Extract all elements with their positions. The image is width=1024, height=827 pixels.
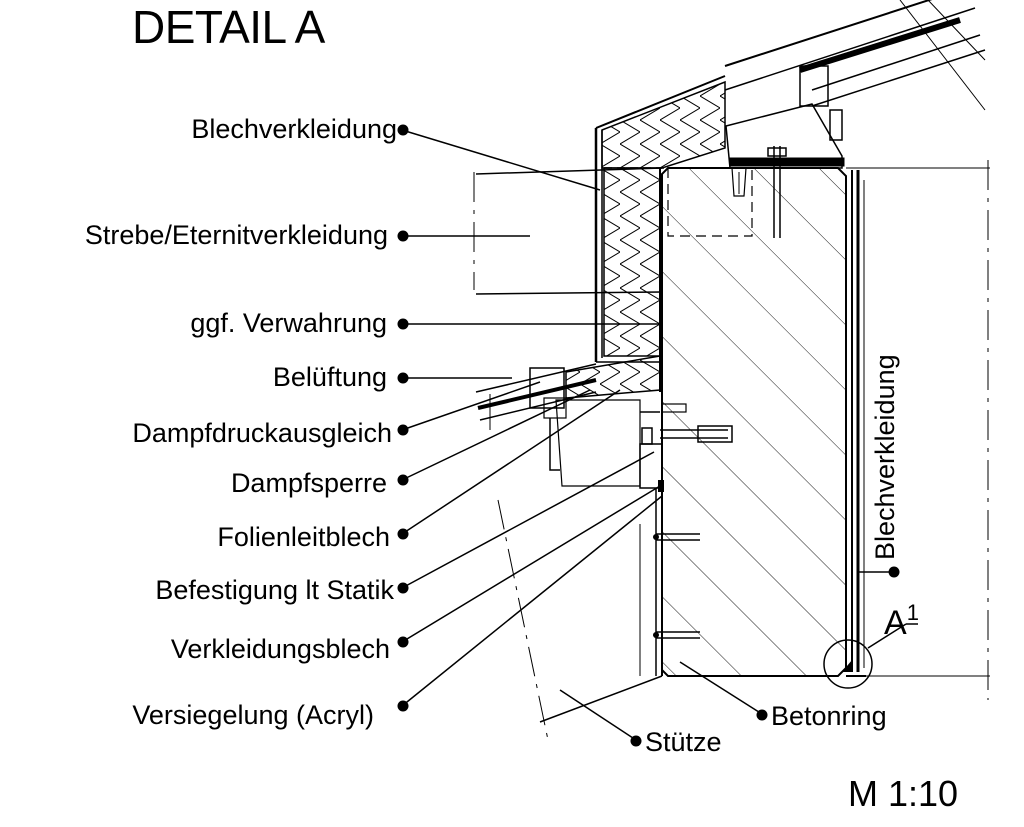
leader-befestigung <box>401 451 655 589</box>
detail-a1-index: 1 <box>906 600 919 625</box>
leader-dampfsperre <box>401 389 591 481</box>
label-folienleitblech: Folienleitblech <box>217 522 390 552</box>
detail-a1-marker: A1 <box>884 600 919 643</box>
leader-verkleidungsblech <box>401 485 661 643</box>
label-verkleidungsblech: Verkleidungsblech <box>170 634 390 664</box>
drawing-scale: M 1:10 <box>848 773 959 814</box>
lower-roof-insulation <box>475 355 733 492</box>
label-versiegelung: Versiegelung (Acryl) <box>132 700 374 730</box>
label-dampfdruckausgleich: Dampfdruckausgleich <box>132 418 392 448</box>
label-blechverkleidung-vertical: Blechverkleidung <box>870 354 900 560</box>
leader-betonring <box>679 661 763 715</box>
label-verwahrung: ggf. Verwahrung <box>190 308 387 338</box>
leader-dampfdruckausgleich <box>401 381 541 431</box>
label-belueftung: Belüftung <box>272 362 387 392</box>
leader-blechverkleidung-top <box>401 129 601 191</box>
label-betonring: Betonring <box>771 701 887 731</box>
leader-dots <box>397 124 900 747</box>
label-blechverkleidung-top: Blechverkleidung <box>191 114 397 144</box>
leader-versiegelung <box>401 495 663 707</box>
upper-roof-insulation <box>595 0 986 238</box>
betonring-section <box>661 167 847 677</box>
detail-a1-letter: A <box>884 604 907 642</box>
leader-folienleitblech <box>401 389 621 535</box>
detail-a1-circle <box>823 623 918 689</box>
label-stuetze: Stütze <box>645 727 722 757</box>
drawing-title: DETAIL A <box>132 1 325 53</box>
label-befestigung: Befestigung lt Statik <box>155 575 394 605</box>
stuetze-column <box>539 440 700 723</box>
construction-lines <box>473 160 990 741</box>
leader-lines <box>401 129 894 741</box>
leader-stuetze <box>559 689 637 741</box>
label-dampfsperre: Dampfsperre <box>230 468 387 498</box>
label-strebe: Strebe/Eternitverkleidung <box>84 220 388 250</box>
blech-cladding-right <box>846 170 866 677</box>
